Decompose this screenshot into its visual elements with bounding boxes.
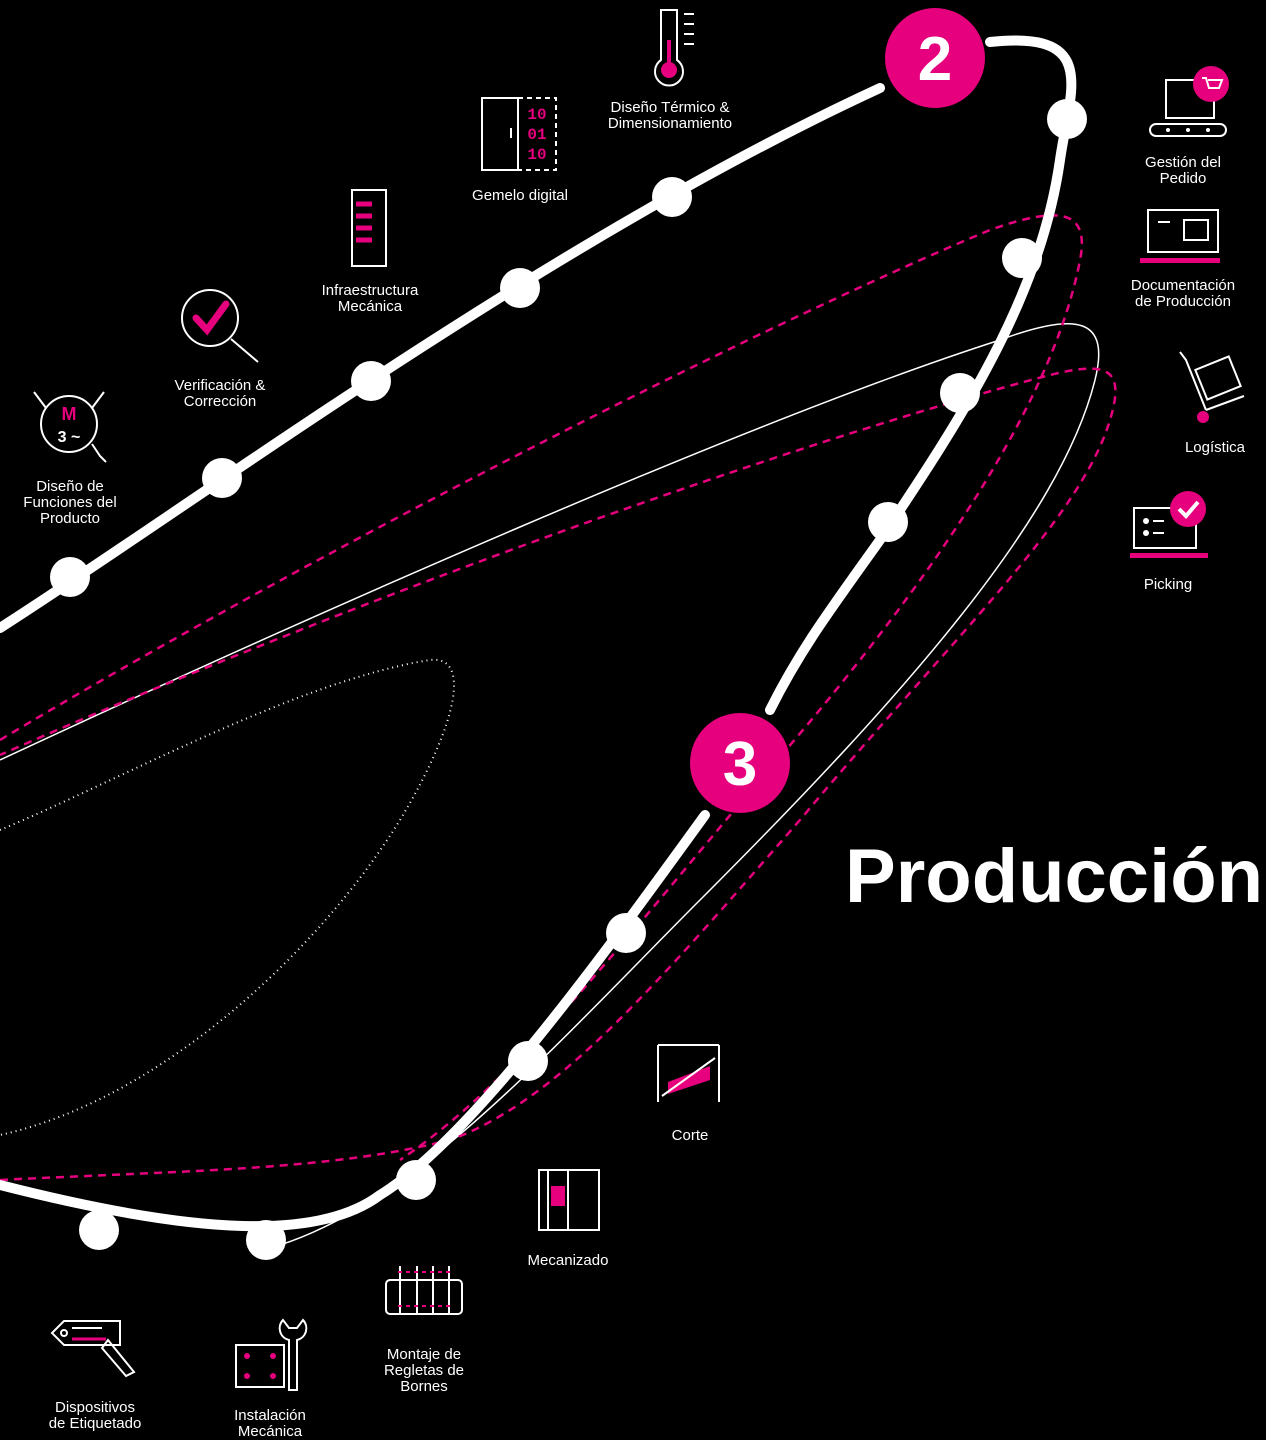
machining-icon [538,1169,600,1231]
step-label-verification: Verificación & Corrección [174,377,266,410]
milestone-node [396,1160,436,1200]
milestone-node [202,458,242,498]
step-label-picking: Picking [1143,576,1193,593]
picking-check-icon [1130,491,1208,558]
laptop-cart-icon [1149,66,1229,137]
stage-2-badge: 2 [885,8,985,108]
orbit-outline-dashed-outer [0,214,1084,1162]
stage-3-badge: 3 [690,713,790,813]
motor-letter: M [62,404,77,424]
milestone-node [940,373,980,413]
step-label-labeling: Dispositivos de Etiquetado [48,1399,142,1432]
step-label-thermal: Diseño Térmico & Dimensionamiento [607,99,733,132]
orbit-outline-thin [0,322,1100,1246]
step-label-machining: Mecanizado [527,1252,609,1269]
milestone-node [1002,238,1042,278]
twin-bits-3: 10 [527,146,546,164]
step-label-mech-install: Instalación Mecánica [234,1407,306,1440]
twin-bits-2: 01 [527,126,546,144]
milestone-node [351,361,391,401]
label-tag-icon [50,1320,136,1378]
hand-truck-icon [1179,351,1245,423]
wrench-panel-icon [235,1318,308,1391]
orbit-outline-dotted [0,658,455,1136]
step-label-logistics: Logística [1184,439,1246,456]
thermometer-icon [654,9,694,87]
stage-3-title: Producción [845,834,1264,919]
terminal-block-icon [385,1266,463,1315]
stage-3-number: 3 [723,730,757,799]
milestone-node [508,1041,548,1081]
milestone-node [246,1220,286,1260]
step-label-twin: Gemelo digital [472,187,568,204]
document-monitor-icon [1140,209,1220,263]
milestone-node [1047,99,1087,139]
milestone-node [868,502,908,542]
stage-2-number: 2 [918,25,952,94]
digital-twin-icon: 10 01 10 [481,97,557,171]
milestone-node [79,1210,119,1250]
magnifier-check-icon [181,289,259,363]
milestone-node [50,557,90,597]
motor-phase: 3 ~ [58,429,81,446]
milestone-node [500,268,540,308]
twin-bits-1: 10 [527,106,546,124]
milestone-nodes [50,99,1087,1260]
step-label-terminal-blocks: Montaje de Regletas de Bornes [383,1346,465,1395]
step-label-mechanical-infra: Infraestructura Mecánica [321,282,419,315]
cutting-icon [657,1044,720,1102]
milestone-node [652,177,692,217]
motor-icon: M 3 ~ [33,391,107,463]
milestone-node [606,913,646,953]
step-label-product-functions: Diseño de Funciones del Producto [23,478,117,527]
ruler-icon [351,189,387,267]
step-label-docs: Documentación de Producción [1130,277,1236,310]
step-label-order: Gestión del Pedido [1145,154,1221,187]
step-label-cutting: Corte [671,1127,709,1144]
process-track [0,35,1077,1232]
orbit-outline-dashed-inner [0,367,1117,1182]
